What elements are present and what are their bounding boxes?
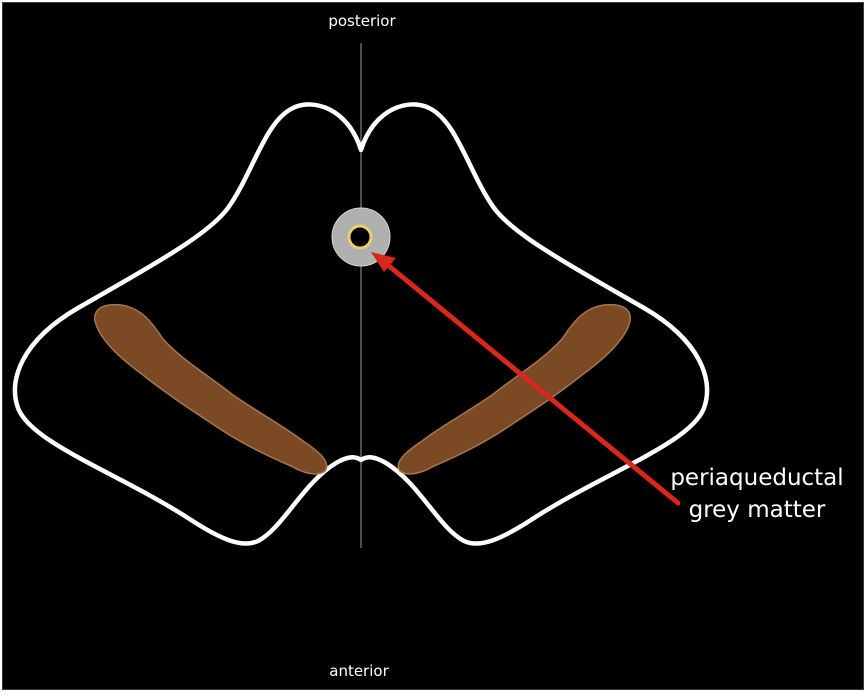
anterior-label: anterior: [329, 662, 389, 680]
posterior-label: posterior: [328, 12, 396, 30]
annotation-label-line2: grey matter: [689, 497, 826, 523]
midbrain-cross-section-diagram: posterior anterior periaqueductal grey m…: [12, 12, 844, 680]
cerebral-aqueduct: [347, 224, 373, 250]
annotation-arrowhead: [371, 252, 396, 272]
annotation-label-line1: periaqueductal: [670, 465, 843, 491]
annotation-arrow-line: [386, 263, 681, 506]
right-substantia-nigra: [397, 303, 631, 475]
left-substantia-nigra: [94, 303, 328, 475]
midbrain-outline: [12, 102, 710, 546]
